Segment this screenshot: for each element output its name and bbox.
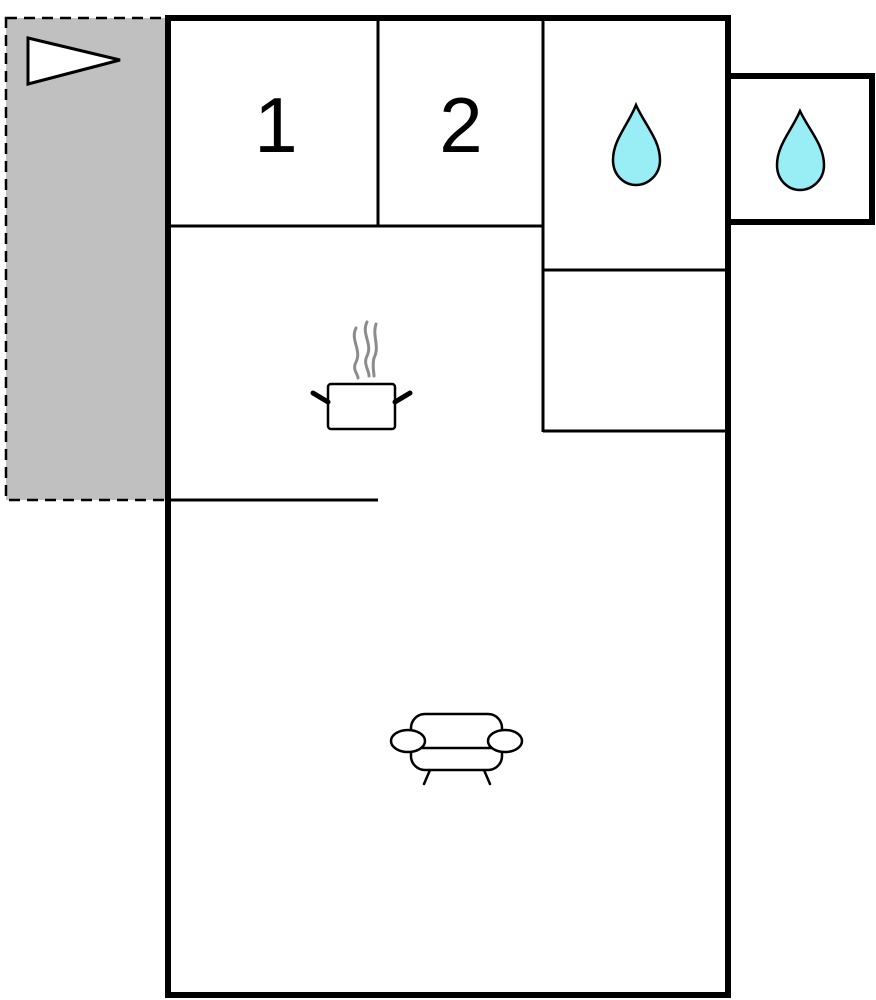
annex-wall (725, 73, 875, 225)
water-drop-icon (611, 101, 662, 187)
terrace-fill (4, 16, 170, 502)
outer-walls (165, 15, 875, 998)
terrace-area (4, 16, 170, 502)
main-building-wall (165, 15, 731, 998)
entrance-arrow-icon (26, 36, 121, 86)
water-drop-icon (775, 107, 826, 192)
room-label-bedroom-2: 2 (439, 81, 482, 169)
room-label-bedroom-1: 1 (254, 81, 297, 169)
armchair-icon (389, 712, 524, 786)
cooking-pot-icon (310, 320, 413, 431)
interior-walls (168, 18, 728, 502)
